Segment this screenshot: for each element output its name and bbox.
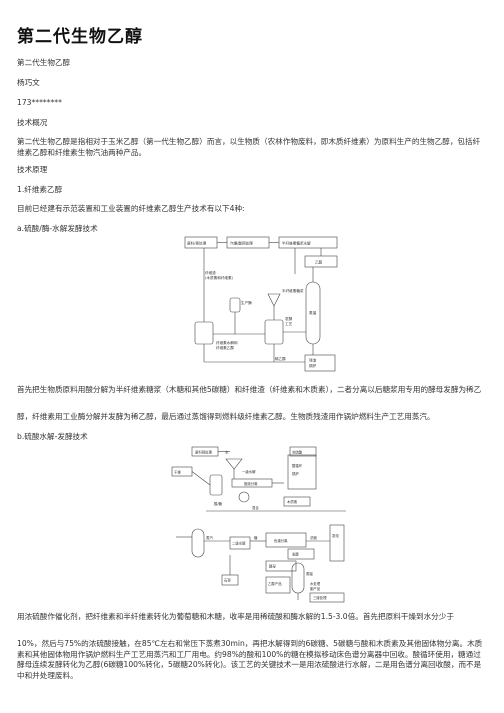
label-boiler-residue: 残渣	[309, 358, 317, 363]
box-boiler	[304, 354, 336, 372]
label-saccharify: 纤维素水解和	[216, 340, 238, 345]
box-side	[329, 524, 345, 562]
label-distill: 蒸馏	[309, 310, 317, 315]
label-acid-recycle: 酸循环	[292, 463, 303, 468]
method-b-heading: b.硫酸水解-发酵技术	[17, 432, 88, 441]
paragraph-a-line1: 首先把生物质原料用酸分解为半纤维素糖浆（木糖和其他5碳糖）和纤维渣（纤维素和木质…	[17, 385, 482, 394]
label-pretreat: 汽爆/酸预处理	[230, 241, 253, 246]
label-yeast: 酵母	[269, 564, 276, 569]
subsection-heading: 1.纤维素乙醇	[17, 185, 63, 194]
paragraph-b-line1: 用浓硫酸作催化剂，把纤维素和半纤维素转化为葡萄糖和木糖，收率是用稀硫酸和酶水解的…	[17, 612, 454, 621]
label-gypsum: 石膏	[224, 578, 231, 583]
label-lignin: 木质素	[287, 499, 298, 504]
box-hydro	[229, 536, 251, 550]
label-feed: 原料/预处理	[187, 241, 207, 246]
label-ferment: 发酵	[285, 316, 293, 321]
label-hydro-second: 二级水解	[232, 541, 246, 546]
label-solid-sep: 固液分离	[244, 481, 258, 486]
label-ethanol: 乙醇	[315, 260, 323, 265]
label-boiler: 锅炉	[292, 471, 299, 476]
label-saccharify-ethanol: 纤维素乙醇	[216, 345, 234, 350]
hopper	[225, 458, 243, 470]
paragraph-a-line2: 醇，纤维素用工业酶分解并发酵为稀乙醇，最后通过蒸馏得到燃料级纤维素乙醇。生物质残…	[17, 412, 435, 421]
box-acid-make	[289, 446, 317, 457]
label-separation: 半纤维素糖浆水解	[282, 241, 311, 246]
vessel-ferment	[264, 319, 284, 345]
label-biomass: 原料预处理	[195, 450, 213, 455]
process-flow-diagram-a: 原料/预处理 汽爆/酸预处理 半纤维素糖浆水解 乙醇 纤维渣 (木质素和纤维素)…	[184, 236, 338, 372]
label-hydro-first: 一级水解	[242, 469, 256, 474]
label-concentrate: 浓缩	[310, 535, 317, 540]
intro-paragraph: 目前已经建有示范装置和工业装置的纤维素乙醇生产技术有以下4种:	[17, 204, 245, 213]
vessel-saccharify	[194, 321, 214, 345]
method-a-heading: a.硫酸/酶-水解发酵技术	[17, 224, 98, 233]
label-dry: 干燥	[174, 470, 181, 475]
phone-number: 173********	[17, 98, 62, 107]
label-dilute-ethanol: 稀乙醇	[275, 356, 286, 361]
box-product	[265, 576, 291, 594]
subtitle: 第二代生物乙醇	[17, 58, 71, 67]
section-heading-overview: 技术概况	[17, 118, 48, 127]
label-sugar: 糖	[254, 535, 258, 540]
label-enzyme: 生产酶	[241, 300, 252, 305]
vessel-enzyme	[229, 297, 241, 313]
label-ferment-process: 工艺	[285, 321, 293, 326]
section-heading-principle: 技术原理	[17, 165, 48, 174]
label-ethanol-product: 乙醇产品	[268, 581, 282, 586]
box-yeast	[265, 560, 297, 572]
label-boiler: 锅炉	[309, 363, 317, 368]
page-title: 第二代生物乙醇	[17, 27, 143, 47]
label-water-top: 水	[225, 450, 229, 455]
box-chrom	[265, 532, 307, 548]
vessel-mix	[209, 474, 223, 496]
label-ferment: 发酵	[292, 552, 299, 557]
column-hydro	[191, 528, 205, 558]
box-waste	[309, 592, 345, 603]
label-waste: 三废处理	[313, 595, 327, 600]
label-syrup: 半纤维素糖浆	[282, 288, 304, 293]
vessel-syrup	[267, 293, 281, 307]
author: 杨巧文	[17, 78, 40, 87]
column-distill	[291, 562, 305, 594]
label-residue: 纤维渣	[205, 270, 216, 275]
overview-paragraph: 第二代生物乙醇是指相对于玉米乙醇（第一代生物乙醇）而言，以生物质（农林作物废料，…	[17, 137, 481, 157]
paragraph-b-line2: 10%，然后与75%的浓硫酸接触，在85℃左右和常压下蒸煮30min，再把水解得…	[17, 639, 483, 680]
label-distill: 蒸馏	[306, 571, 313, 576]
label-chrom: 色谱分离	[274, 538, 288, 543]
box-acid-recycle	[287, 454, 317, 490]
process-flow-diagram-b: 原料预处理 水 浓硫酸 干燥 酸/糖 固液分离 一级水解 木质素 酸循环 锅炉 …	[171, 446, 346, 603]
pump	[238, 491, 250, 503]
box-lignin	[283, 496, 311, 507]
label-power: 发电	[332, 533, 339, 538]
label-acid-make: 浓硫酸	[292, 450, 303, 455]
label-mix: 混合	[252, 505, 259, 510]
label-steam: 蒸汽	[206, 535, 213, 540]
label-residue-detail: (木质素和纤维素)	[205, 275, 234, 280]
label-acid-sugar: 酸/糖	[214, 501, 223, 506]
label-byproduct: 副产品	[310, 586, 321, 591]
box-gypsum	[221, 574, 239, 586]
label-water-treat: 水处理	[310, 581, 321, 586]
box-ferment	[287, 548, 315, 560]
